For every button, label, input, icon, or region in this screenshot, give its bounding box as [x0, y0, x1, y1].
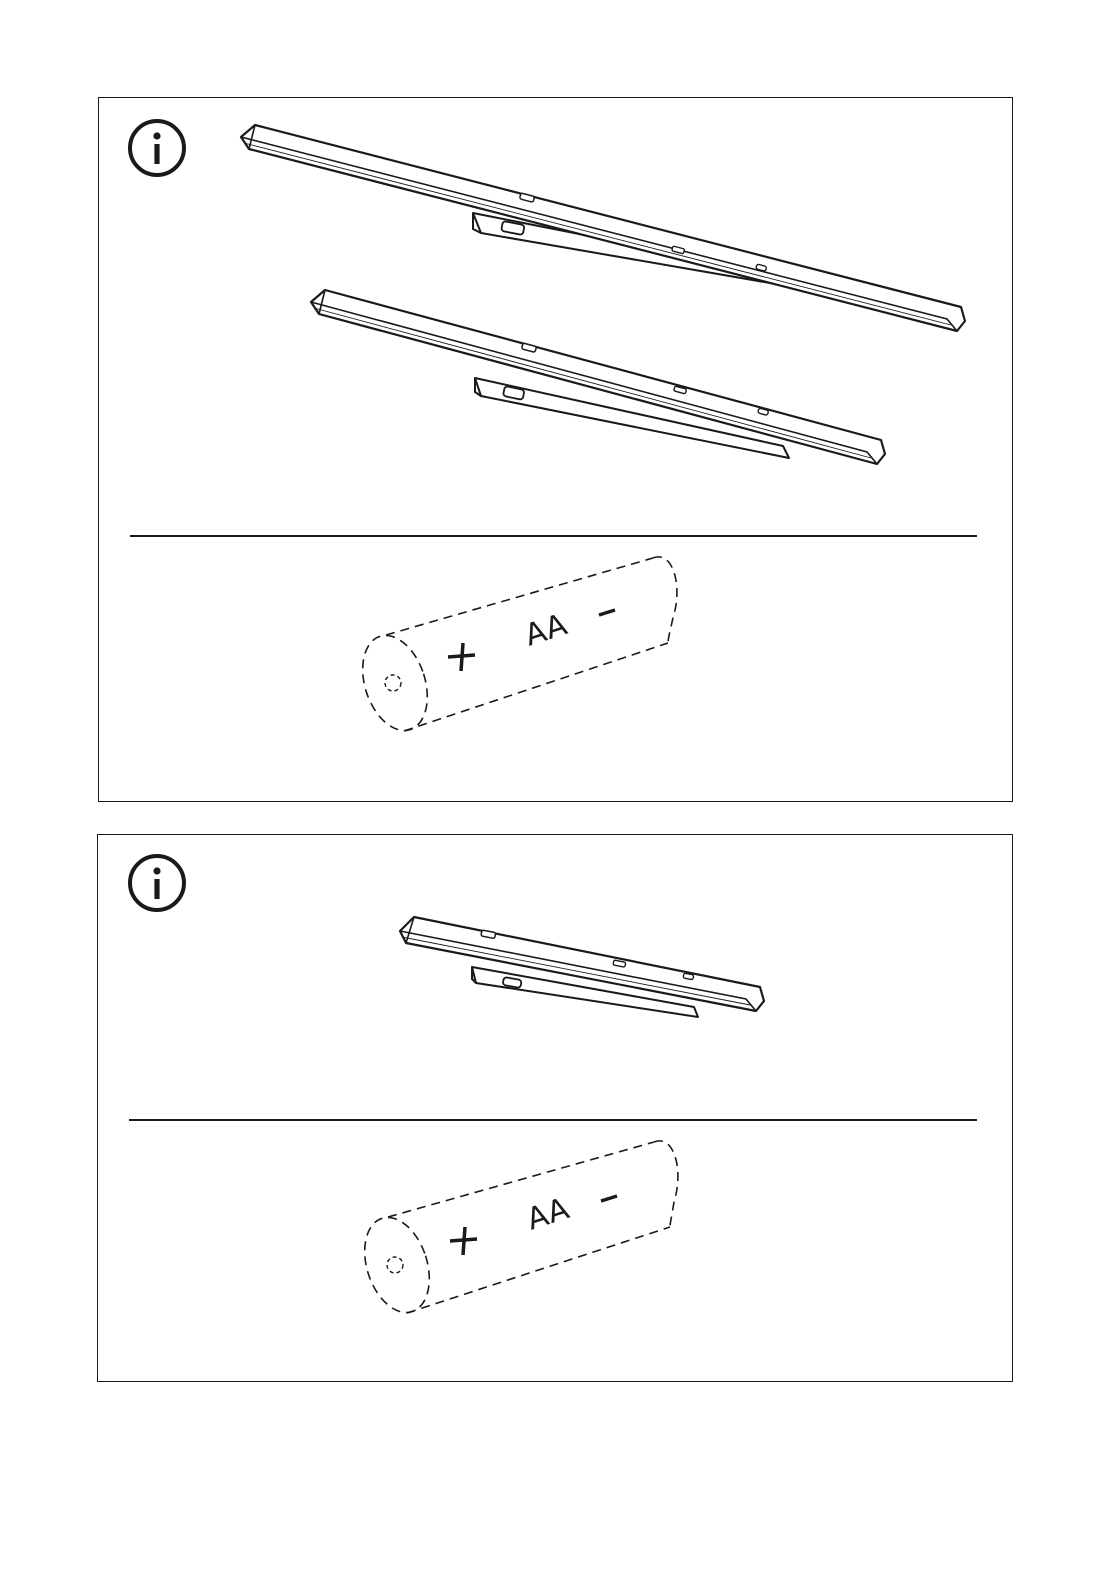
panel-1-divider	[130, 535, 977, 537]
info-icon	[130, 856, 184, 910]
aa-battery-dashed: AA	[353, 1141, 678, 1321]
battery-plus-sign	[450, 1227, 477, 1255]
battery-type-label: AA	[523, 1191, 574, 1237]
aa-battery-dashed: AA	[351, 557, 677, 739]
panel-1-illustration: AA	[99, 98, 1014, 803]
light-bar-back	[311, 290, 885, 464]
light-bar-single	[400, 917, 764, 1017]
battery-minus-sign	[599, 610, 615, 615]
instruction-panel-1: AA	[98, 97, 1013, 802]
info-icon	[130, 121, 184, 175]
panel-2-illustration: AA	[98, 835, 1014, 1383]
battery-minus-sign	[601, 1196, 617, 1201]
battery-plus-sign	[448, 643, 475, 671]
instruction-panel-2: AA	[97, 834, 1013, 1382]
battery-type-label: AA	[521, 607, 572, 653]
panel-2-divider	[129, 1119, 977, 1121]
